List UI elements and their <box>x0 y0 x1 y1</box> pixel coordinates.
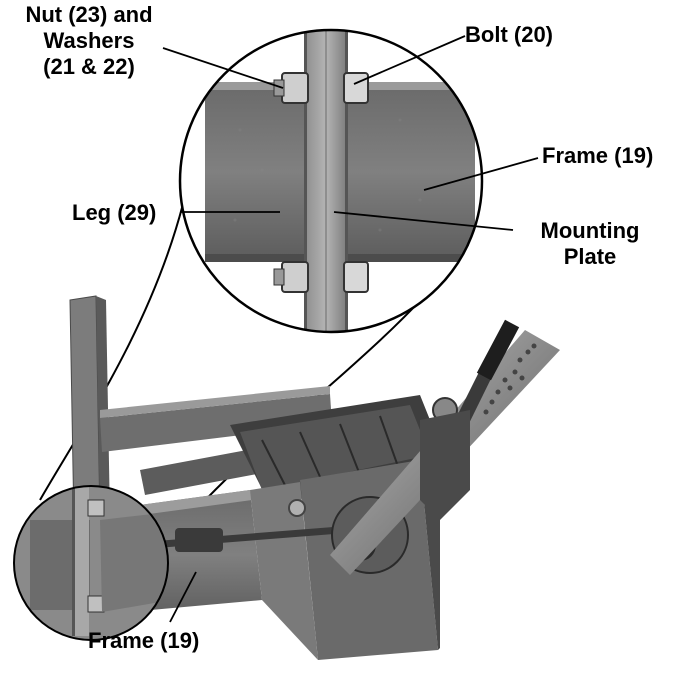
leader-lines <box>162 35 539 623</box>
mounting-plate-label: Mounting Plate <box>516 218 664 270</box>
nut-washers-label: Nut (23) and Washers (21 & 22) <box>6 2 172 80</box>
mounting-plate-label-line-1: Mounting <box>540 218 640 243</box>
magnified-detail-circle <box>178 28 484 334</box>
mounting-plate-label-line-2: Plate <box>563 244 617 269</box>
nut-washers-label-line-1: Nut (23) and <box>25 2 153 27</box>
nut-washers-label-line-3: (21 & 22) <box>43 54 135 79</box>
frame-upper-label: Frame (19) <box>542 143 654 168</box>
leg-label: Leg (29) <box>72 200 157 225</box>
nut-washers-label-line-2: Washers <box>43 28 135 53</box>
frame-lower-label: Frame (19) <box>88 628 200 653</box>
detail-location-circle <box>13 485 169 641</box>
bolt-label: Bolt (20) <box>465 22 553 47</box>
